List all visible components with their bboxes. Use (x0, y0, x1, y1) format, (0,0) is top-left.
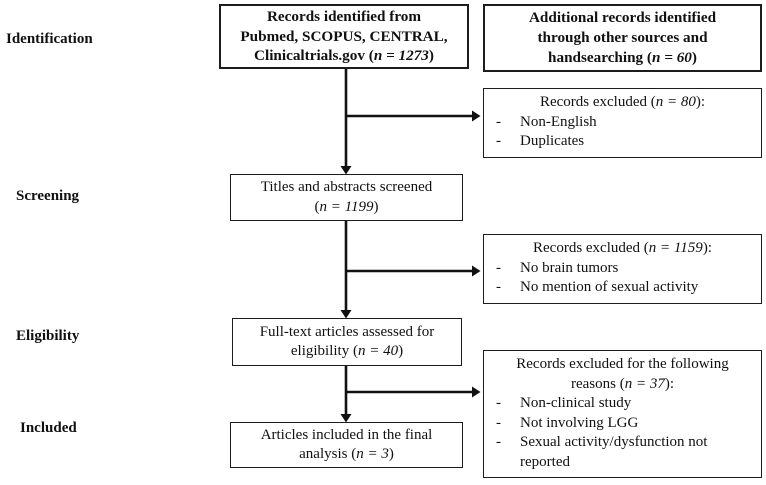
titles-abstracts-screened-box: Titles and abstracts screened (n = 1199) (230, 174, 463, 221)
text-line: Clinicaltrials.gov (n = 1273) (254, 47, 434, 65)
exclusion-item-text: No mention of sexual activity (520, 279, 699, 295)
text-line: (n = 1199) (314, 198, 379, 215)
exclusion-item: - Sexual activity/dysfunction not reporte… (492, 433, 753, 472)
records-excluded-screening-heading: Records excluded (n = 80): (492, 93, 753, 113)
exclusion-item: - No brain tumors (492, 259, 753, 279)
dash-bullet: - (496, 414, 501, 431)
exclusion-item: - Not involving LGG (492, 414, 753, 434)
records-excluded-eligibility-box: Records excluded (n = 1159): - No brain tu… (483, 234, 762, 304)
stage-label-eligibility: Eligibility (16, 328, 80, 344)
dash-bullet: - (496, 133, 501, 149)
records-excluded-reasons-heading: Records excluded for the following reason… (492, 355, 753, 394)
text-line: through other sources and (537, 29, 708, 47)
text-line: Records excluded (n = 80): (539, 94, 706, 110)
exclusion-item: - No mention of sexual activity (492, 278, 753, 298)
text-line: Records excluded for the following (516, 356, 729, 372)
text-line: Pubmed, SCOPUS, CENTRAL, (240, 27, 448, 45)
records-excluded-reasons-box: Records excluded for the following reason… (483, 350, 762, 478)
arrow-branch-excluded-eligibility (346, 265, 481, 277)
records-excluded-eligibility-heading: Records excluded (n = 1159): (492, 239, 753, 259)
articles-included-box: Articles included in the final analysis (… (230, 422, 463, 468)
text-line: Full-text articles assessed for (259, 323, 435, 340)
exclusion-item-text: Non-English (520, 113, 597, 130)
titles-abstracts-screened-heading: Titles and abstracts screened (n = 1199) (236, 178, 457, 217)
dash-bullet: - (496, 279, 501, 295)
arrow-eligibility-to-included (340, 366, 352, 423)
text-line: Additional records identified (528, 9, 717, 27)
text-line: eligibility (n = 40) (290, 343, 404, 359)
exclusion-item-text: Non-clinical study (520, 395, 632, 411)
exclusion-item-text: Sexual activity/dysfunction not reported (520, 434, 708, 470)
exclusion-item: - Non-English (492, 113, 753, 133)
additional-records-heading: Additional records identified through oth… (490, 8, 755, 67)
exclusion-item-text: Duplicates (520, 133, 585, 149)
exclusion-item-text: Not involving LGG (520, 414, 639, 431)
articles-included-heading: Articles included in the final analysis (… (236, 426, 457, 465)
text-line: reasons (n = 37): (570, 375, 675, 392)
stage-label-screening: Screening (16, 188, 80, 204)
text-line: Titles and abstracts screened (260, 179, 433, 195)
arrow-screened-to-eligibility (340, 221, 352, 319)
exclusion-item: - Non-clinical study (492, 394, 753, 414)
arrow-branch-excluded-screening (346, 110, 481, 122)
text-line: Records excluded (n = 1159): (533, 240, 712, 256)
dash-bullet: - (496, 395, 501, 411)
stage-label-included: Included (20, 420, 77, 436)
dash-bullet: - (496, 113, 501, 130)
stage-label-identification: Identification (6, 31, 93, 47)
text-line: Articles included in the final (260, 426, 433, 443)
fulltext-articles-assessed-heading: Full-text articles assessed for eligibili… (238, 323, 456, 362)
exclusion-item: - Duplicates (492, 132, 753, 152)
dash-bullet: - (496, 434, 501, 450)
arrow-identified-to-screened (340, 67, 352, 175)
dash-bullet: - (496, 259, 501, 276)
fulltext-articles-assessed-box: Full-text articles assessed for eligibili… (232, 318, 462, 366)
text-line: analysis (n = 3) (299, 446, 394, 462)
text-line: handsearching (n = 60) (548, 48, 697, 66)
text-line: Records identified from (266, 7, 422, 25)
additional-records-box: Additional records identified through oth… (483, 4, 762, 72)
records-excluded-screening-box: Records excluded (n = 80): - Non-English - D… (483, 88, 762, 158)
exclusion-item-text: No brain tumors (520, 259, 619, 276)
arrow-branch-excluded-reasons (346, 386, 481, 398)
